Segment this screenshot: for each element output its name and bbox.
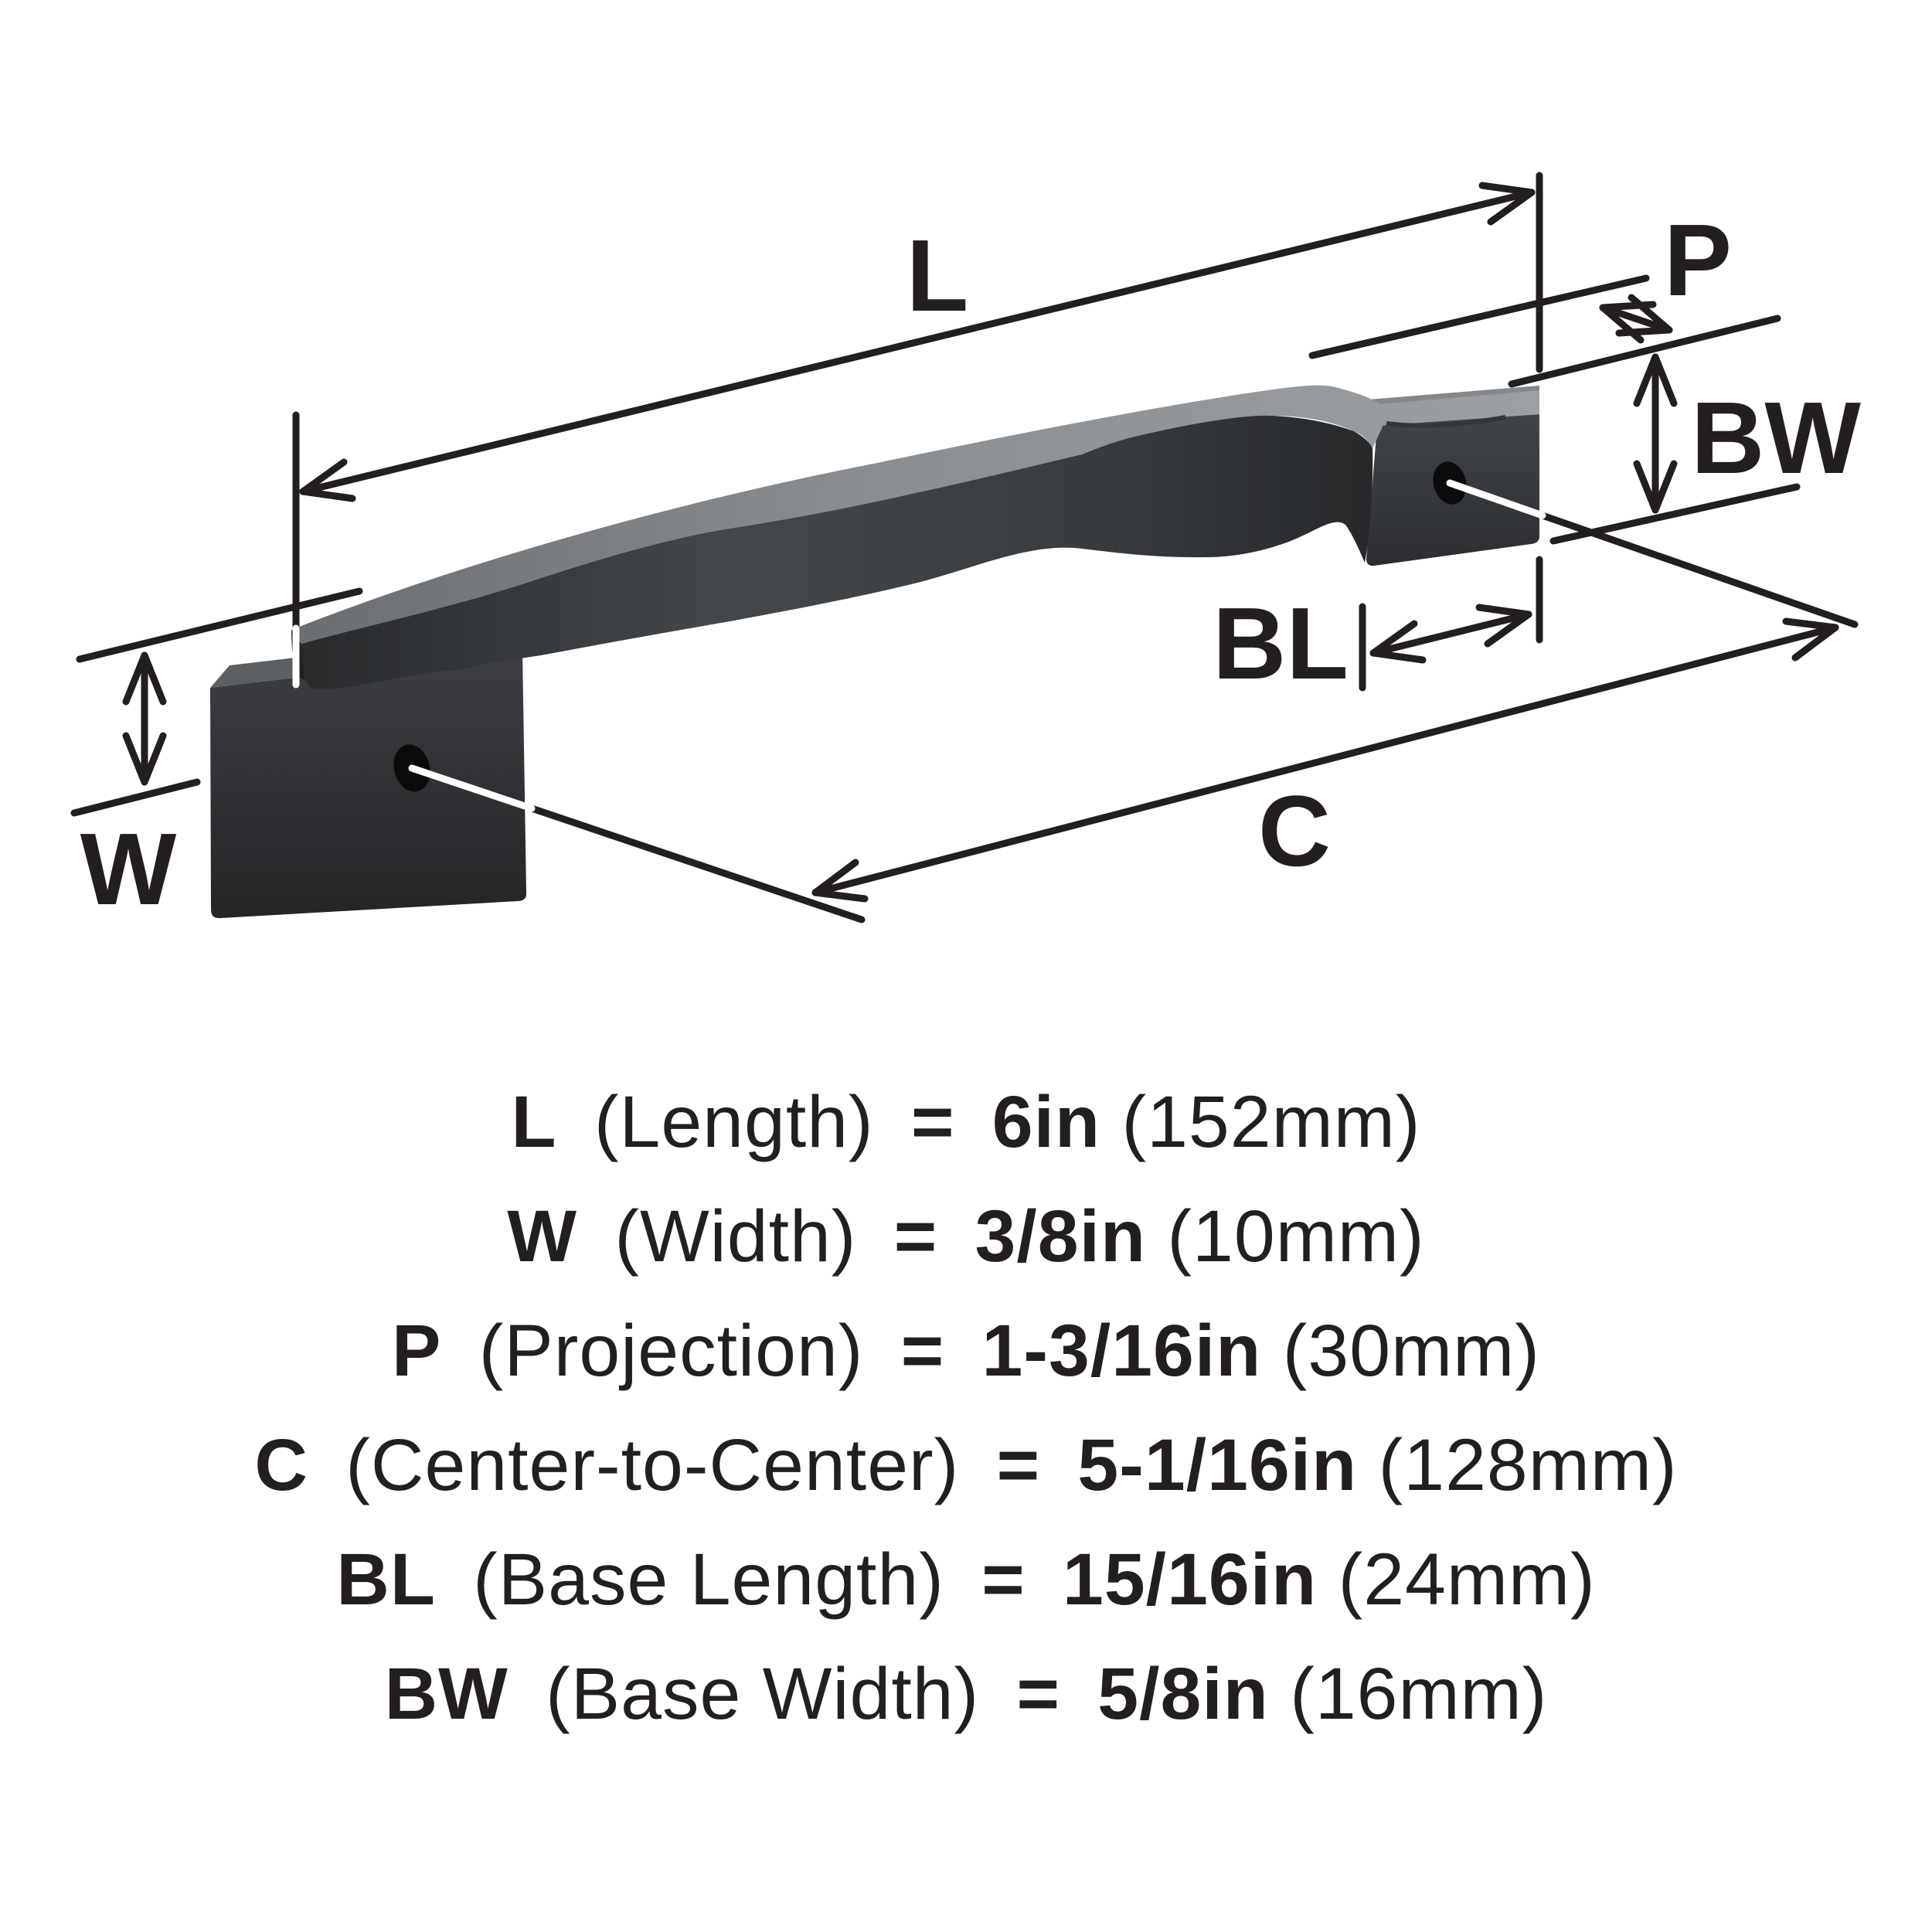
spec-equals: = xyxy=(893,1196,938,1277)
spec-abbr: BW xyxy=(384,1653,509,1735)
spec-value: 5/8in xyxy=(1097,1653,1269,1735)
ext-line-c-right xyxy=(1539,512,1859,628)
spec-label: (Base Length) xyxy=(473,1539,944,1621)
spec-metric: (152mm) xyxy=(1121,1081,1421,1163)
arrowhead-C-left xyxy=(811,859,869,903)
arrowhead-BL-left xyxy=(1369,620,1427,664)
spec-abbr: L xyxy=(511,1081,557,1163)
right-base-crease xyxy=(1386,415,1506,428)
label-P: P xyxy=(1664,203,1732,317)
dim-line-L xyxy=(299,189,1536,495)
spec-value: 6in xyxy=(992,1081,1101,1163)
spec-line-projection: P (Projection) = 1-3/16in (30mm) xyxy=(0,1294,1932,1408)
left-foot-front-face xyxy=(210,651,527,919)
arrowhead-BL-right xyxy=(1475,604,1532,648)
spec-equals: = xyxy=(1016,1653,1060,1735)
spec-value: 5-1/16in xyxy=(1077,1424,1358,1506)
spec-label: (Length) xyxy=(594,1081,874,1163)
spec-line-center-to-center: C (Center-to-Center) = 5-1/16in (128mm) xyxy=(0,1408,1932,1522)
spec-abbr: P xyxy=(392,1310,442,1392)
spec-metric: (16mm) xyxy=(1290,1653,1548,1735)
arrowhead-P-right xyxy=(1615,294,1673,337)
arrowhead-L-left xyxy=(299,458,356,502)
spec-equals: = xyxy=(996,1424,1041,1506)
ext-line-p-lower xyxy=(1508,315,1781,388)
spec-legend: L (Length) = 6in (152mm) W (Width) = 3/8… xyxy=(0,1065,1932,1751)
spec-metric: (24mm) xyxy=(1338,1539,1596,1621)
bar-top-face xyxy=(291,385,1539,644)
dim-line-BL xyxy=(1369,611,1532,657)
spec-equals: = xyxy=(981,1539,1026,1621)
spec-label: (Width) xyxy=(614,1196,857,1277)
spec-value: 15/16in xyxy=(1063,1539,1318,1621)
ext-line-c-right-white xyxy=(1446,479,1546,519)
bar-front-face xyxy=(301,415,1373,689)
spec-metric: (128mm) xyxy=(1378,1424,1678,1506)
spec-line-base-length: BL (Base Length) = 15/16in (24mm) xyxy=(0,1522,1932,1637)
dim-line-P xyxy=(1599,304,1673,334)
spec-label: (Center-to-Center) xyxy=(345,1424,960,1506)
label-BL: BL xyxy=(1213,587,1349,700)
label-W: W xyxy=(80,812,177,926)
ext-line-p-upper xyxy=(1308,274,1650,359)
spec-value: 1-3/16in xyxy=(981,1310,1262,1392)
spec-abbr: W xyxy=(507,1196,578,1277)
spec-line-base-width: BW (Base Width) = 5/8in (16mm) xyxy=(0,1637,1932,1751)
spec-line-width: W (Width) = 3/8in (10mm) xyxy=(0,1179,1932,1294)
ext-line-w-upper xyxy=(76,587,363,663)
spec-abbr: BL xyxy=(336,1539,436,1621)
label-C: C xyxy=(1258,774,1331,887)
dim-line-C xyxy=(811,624,1839,896)
arrowhead-W-top xyxy=(122,651,167,706)
arrowhead-BW-top xyxy=(1633,353,1678,407)
spec-label: (Projection) xyxy=(478,1310,864,1392)
spec-metric: (30mm) xyxy=(1282,1310,1540,1392)
ext-line-w-lower xyxy=(70,778,201,817)
spec-equals: = xyxy=(910,1081,955,1163)
arrowhead-W-bottom xyxy=(122,732,167,786)
label-BW: BW xyxy=(1691,381,1861,495)
spec-line-length: L (Length) = 6in (152mm) xyxy=(0,1065,1932,1179)
spec-metric: (10mm) xyxy=(1167,1196,1425,1277)
arrowhead-L-right xyxy=(1478,182,1536,226)
spec-value: 3/8in xyxy=(975,1196,1147,1277)
spec-equals: = xyxy=(900,1310,945,1392)
spec-abbr: C xyxy=(254,1424,308,1506)
arrowhead-C-right xyxy=(1782,617,1839,662)
spec-label: (Base Width) xyxy=(546,1653,980,1735)
ext-line-c-left-white xyxy=(408,764,536,812)
label-L: L xyxy=(906,219,969,332)
arrowhead-BW-bottom xyxy=(1633,460,1678,514)
ext-line-c-left xyxy=(528,804,866,923)
